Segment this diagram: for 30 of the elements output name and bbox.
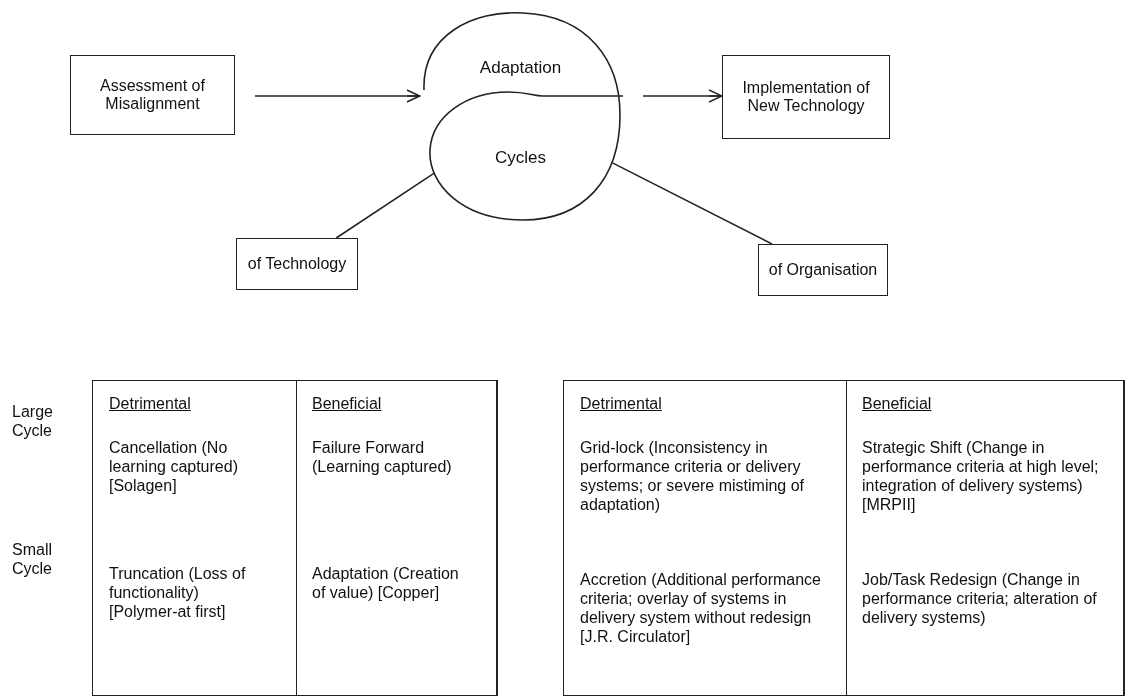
column-header: Beneficial [862, 395, 933, 413]
table-cell-text: Truncation (Loss of functionality) [Polymer-at first] [109, 565, 247, 622]
loop-label: Cycles [494, 148, 547, 168]
connector-line [611, 162, 773, 245]
text-box [758, 244, 888, 296]
box-label: of Organisation [768, 260, 878, 280]
table-cell-text: Cancellation (No learning captured) [Solagen] [109, 439, 239, 496]
box-label: Assessment of Misalignment [99, 76, 206, 114]
connector-line [335, 172, 435, 239]
text-box [236, 238, 358, 290]
column-header: Beneficial [312, 395, 383, 413]
box-label: of Technology [247, 254, 347, 274]
text-box [70, 55, 235, 135]
column-header: Detrimental [580, 395, 663, 413]
box-label: Implementation of New Technology [741, 78, 871, 116]
classification-table [92, 380, 498, 696]
loop-label: Adaptation [478, 58, 563, 78]
table-cell-text: Job/Task Redesign (Change in performance criteria; alteration of delivery systems) [862, 571, 1098, 628]
classification-table [563, 380, 1125, 696]
row-label: Small Cycle [12, 540, 53, 579]
table-cell-text: Accretion (Additional performance criteria; overlay of systems in delivery system without redesign [J.R. Circulator] [580, 571, 822, 647]
text-box [722, 55, 890, 139]
arrow [642, 89, 723, 103]
row-label: Large Cycle [12, 402, 54, 441]
table-cell-text: Strategic Shift (Change in performance criteria at high level; integration of delivery systems) [MRPII] [862, 439, 1100, 515]
table-cell-text: Failure Forward (Learning captured) [312, 439, 453, 477]
column-header: Detrimental [109, 395, 192, 413]
arrow [254, 89, 421, 103]
table-cell-text: Adaptation (Creation of value) [Copper] [312, 565, 460, 603]
table-cell-text: Grid-lock (Inconsistency in performance criteria or delivery systems; or severe mistiming of adaptation) [580, 439, 806, 515]
